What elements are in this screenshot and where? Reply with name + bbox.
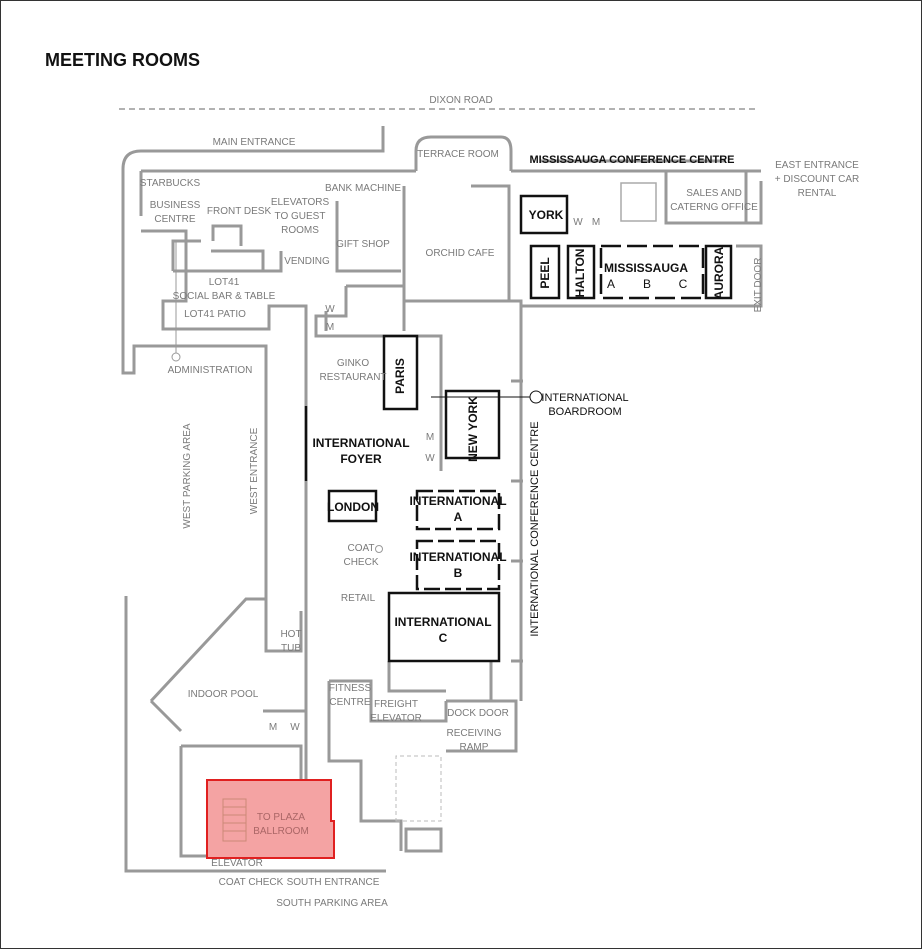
label-administration: ADMINISTRATION <box>167 365 253 376</box>
room-peel-outline <box>529 244 561 300</box>
washroom-w: W <box>325 304 335 315</box>
label-dixon-road: DIXON ROAD <box>429 95 493 106</box>
label-international-conference-centre: INTERNATIONAL CONFERENCE CENTRE <box>529 421 541 637</box>
room-halton-outline <box>566 244 596 300</box>
room-international-a-outline <box>415 489 501 531</box>
label-business-centre: BUSINESS CENTRE <box>149 200 201 225</box>
label-international-boardroom[interactable]: INTERNATIONAL BOARDROOM <box>541 392 629 418</box>
room-paris-outline <box>382 334 419 411</box>
label-lot41: LOT41 SOCIAL BAR & TABLE <box>172 277 276 302</box>
label-elevators: ELEVATORS TO GUEST ROOMS <box>270 197 330 236</box>
room-international-c-outline <box>387 591 501 663</box>
label-international-foyer: INTERNATIONAL FOYER <box>312 436 410 466</box>
room-york-outline <box>519 194 569 235</box>
label-ginko-restaurant: GINKO RESTAURANT <box>319 358 387 383</box>
label-main-entrance[interactable]: MAIN ENTRANCE <box>212 137 296 148</box>
page-title: MEETING ROOMS <box>45 50 201 70</box>
washroom-w: W <box>290 722 300 733</box>
room-international-b-outline <box>415 539 501 591</box>
label-terrace-room: TERRACE ROOM <box>417 149 499 160</box>
room-halton[interactable]: HALTON <box>573 248 587 298</box>
washroom-m: M <box>591 217 601 228</box>
label-retail: RETAIL <box>340 593 376 604</box>
terrace-room-outline <box>414 135 513 171</box>
room-international-c[interactable]: INTERNATIONAL C <box>394 615 492 645</box>
label-freight-elevator: FREIGHT ELEVATOR <box>370 699 422 724</box>
label-south-parking: SOUTH PARKING AREA <box>276 898 388 909</box>
label-indoor-pool: INDOOR POOL <box>187 689 259 700</box>
room-london-outline <box>327 489 378 523</box>
washroom-m: M <box>325 322 335 333</box>
label-gift-shop: GIFT SHOP <box>336 239 390 250</box>
room-international-a[interactable]: INTERNATIONAL A <box>409 494 507 524</box>
label-south-entrance[interactable]: SOUTH ENTRANCE <box>286 877 380 888</box>
washroom-m: M <box>268 722 278 733</box>
label-vending: VENDING <box>284 256 330 267</box>
label-orchid-cafe: ORCHID CAFE <box>425 248 495 259</box>
room-mississauga-b[interactable]: B <box>642 277 652 291</box>
room-york[interactable]: YORK <box>528 208 564 222</box>
boardroom-marker-icon <box>529 390 543 404</box>
label-elevator: ELEVATOR <box>211 858 263 869</box>
label-hot-tub: HOT TUB <box>280 629 302 654</box>
room-mississauga-a[interactable]: A <box>606 277 616 291</box>
label-mississauga-conference-centre: MISSISSAUGA CONFERENCE CENTRE <box>529 154 735 166</box>
room-aurora[interactable]: AURORA <box>712 246 726 300</box>
administration-marker-icon <box>171 352 181 362</box>
washroom-w: W <box>573 217 583 228</box>
orchid-cafe-outline <box>402 184 523 701</box>
label-exit-door[interactable]: EXIT DOOR <box>753 257 764 313</box>
label-east-entrance[interactable]: EAST ENTRANCE + DISCOUNT CAR RENTAL <box>774 160 860 199</box>
label-lot41-patio: LOT41 PATIO <box>184 309 246 320</box>
label-receiving-ramp: RECEIVING RAMP <box>446 728 502 753</box>
washroom-m: M <box>425 432 435 443</box>
room-london[interactable]: LONDON <box>327 500 379 514</box>
room-new-york-outline <box>444 389 501 460</box>
label-west-entrance[interactable]: WEST ENTRANCE <box>249 427 260 515</box>
room-peel[interactable]: PEEL <box>538 257 552 289</box>
room-aurora-outline <box>704 244 733 300</box>
label-bank-machine: BANK MACHINE <box>324 183 402 194</box>
label-starbucks: STARBUCKS <box>139 178 201 189</box>
room-mississauga-c[interactable]: C <box>678 277 688 291</box>
label-dock-door: DOCK DOOR <box>447 708 509 719</box>
room-new-york[interactable]: NEW YORK <box>466 396 480 462</box>
coat-check-marker-icon <box>375 545 383 553</box>
washroom-w: W <box>425 453 435 464</box>
room-international-b[interactable]: INTERNATIONAL B <box>409 550 507 580</box>
label-front-desk: FRONT DESK <box>206 206 272 217</box>
room-mississauga[interactable]: MISSISSAUGA <box>603 261 689 275</box>
room-plaza-ballroom[interactable]: TO PLAZA BALLROOM <box>253 812 309 837</box>
label-coat-check-south: COAT CHECK <box>218 877 284 888</box>
label-sales-office: SALES AND CATERNG OFFICE <box>670 188 758 213</box>
label-west-parking: WEST PARKING AREA <box>182 423 193 529</box>
room-paris[interactable]: PARIS <box>393 358 407 394</box>
label-fitness-centre: FITNESS CENTRE <box>328 683 372 708</box>
label-coat-check: COAT CHECK <box>343 543 379 568</box>
west-wall <box>121 126 385 601</box>
